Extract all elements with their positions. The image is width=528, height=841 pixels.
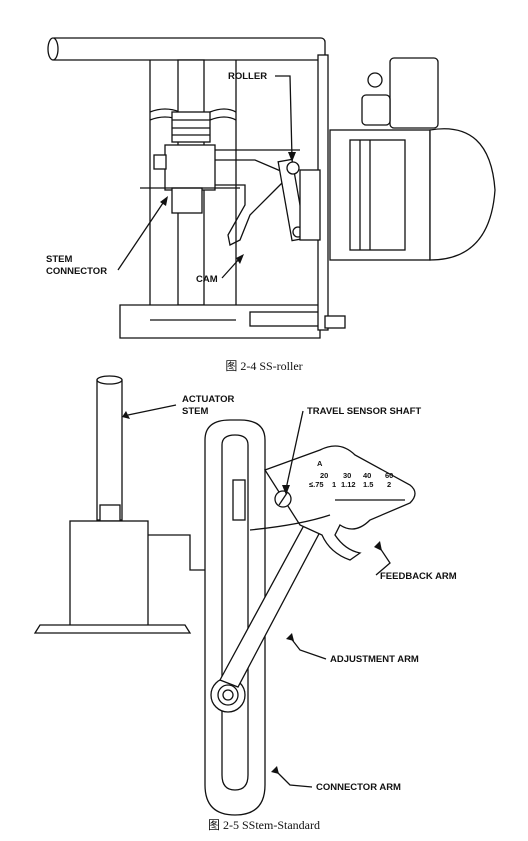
- caption-figure-2-4: 图 2-4 SS-roller: [225, 359, 303, 373]
- caption-figure-2-5: 图 2-5 SStem-Standard: [208, 818, 320, 832]
- label-adjustment-arm: ADJUSTMENT ARM: [330, 654, 419, 665]
- sstem-standard-labels: ACTUATOR STEM TRAVEL SENSOR SHAFT FEEDBA…: [122, 394, 457, 793]
- label-travel-sensor-shaft: TRAVEL SENSOR SHAFT: [307, 406, 421, 417]
- scale-30: 30: [343, 471, 351, 480]
- scale-r1: 1: [332, 480, 336, 489]
- scale-r15: 1.5: [363, 480, 373, 489]
- label-feedback-arm: FEEDBACK ARM: [380, 571, 457, 582]
- actuator-block: [69, 520, 149, 627]
- actuator-stem-rod: [96, 379, 123, 521]
- cam: [215, 159, 292, 246]
- sstem-standard-drawing: [33, 375, 416, 816]
- label-connector-arm: CONNECTOR ARM: [316, 782, 401, 793]
- scale-r2: 2: [387, 480, 391, 489]
- label-actuator-stem-1: ACTUATOR: [182, 394, 235, 405]
- label-actuator-stem-2: STEM: [182, 406, 208, 417]
- label-cam: CAM: [196, 274, 218, 285]
- scale-r75: ≤.75: [309, 480, 324, 489]
- roller: [286, 161, 300, 175]
- scale-40: 40: [363, 471, 371, 480]
- ss-roller-labels: ROLLER STEM CONNECTOR CAM: [46, 71, 296, 285]
- figure-sstem-standard: ACTUATOR STEM TRAVEL SENSOR SHAFT FEEDBA…: [0, 375, 528, 841]
- ss-roller-drawing: [47, 37, 496, 339]
- figure-ss-roller: ROLLER STEM CONNECTOR CAM 图 2-4 SS-rolle…: [0, 0, 528, 373]
- scale-60: 60: [385, 471, 393, 480]
- scale-20: 20: [320, 471, 328, 480]
- roller-arm: [277, 158, 307, 242]
- feedback-arm: [264, 445, 416, 561]
- label-stem-connector-1: STEM: [46, 254, 72, 265]
- scale-r112: 1.12: [341, 480, 356, 489]
- label-roller: ROLLER: [228, 71, 267, 82]
- scale-a: A: [317, 459, 323, 468]
- positioner-cover: [389, 57, 439, 129]
- label-stem-connector-2: CONNECTOR: [46, 266, 107, 277]
